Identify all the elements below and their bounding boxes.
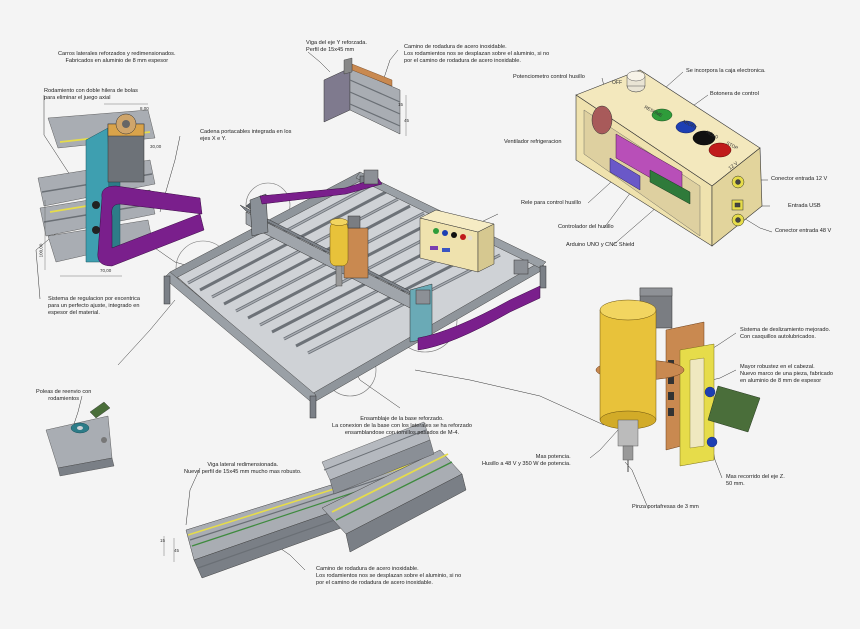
label-arduino: Arduino UNO y CNC Shield	[566, 242, 635, 248]
spindle-detail	[595, 287, 761, 472]
label-ensamblaje: Ensamblaje de la base reforzado. La cone…	[332, 416, 472, 436]
dimension-label: 70,00	[100, 268, 112, 273]
box-label-off: OFF	[612, 80, 622, 86]
electronics-box: OFF RESUME ABORT HOLD STOP 12 V	[575, 69, 763, 247]
label-usb: Entrada USB	[788, 203, 821, 209]
dimension-label: 100,00	[38, 243, 44, 258]
label-conector48: Conector entrada 48 V	[775, 228, 832, 234]
rail-detail	[321, 421, 467, 553]
label-rele: Rele para control husillo	[521, 200, 582, 206]
dimension-label: 8,00	[140, 106, 149, 111]
dimension-label: 15	[398, 102, 404, 107]
box-label-12v: 12 V	[728, 160, 740, 171]
label-ventilador: Ventilador refrigeracion	[504, 139, 562, 145]
label-sistema-regulacion: Sistema de regulacion por excentrica par…	[48, 296, 141, 316]
label-cadena: Cadena portacables integrada en los ejes…	[200, 129, 292, 142]
label-caja: Se incorpora la caja electronica.	[686, 68, 766, 74]
label-potenciometro: Potenciometro control husillo	[513, 74, 585, 80]
dimension-label: 45	[404, 118, 410, 123]
box-label-abort: ABORT	[682, 118, 698, 130]
label-camino-bottom: Camino de rodadura de acero inoxidable. …	[316, 566, 462, 586]
box-label-hold: HOLD	[706, 129, 720, 140]
dimension-label: 45	[174, 548, 180, 553]
label-controlador: Controlador del husillo	[558, 224, 614, 230]
pulley-detail	[45, 401, 115, 477]
carriage-detail	[37, 103, 205, 277]
y-beam-detail	[323, 57, 407, 136]
label-viga-lateral: Viga lateral redimensionada. Nuevo perfi…	[184, 462, 302, 475]
dimension-label: 30,00	[150, 144, 162, 149]
label-camino-top: Camino de rodadura de acero inoxidable. …	[404, 44, 550, 64]
label-recorrido: Mas recorrido del eje Z. 50 mm.	[726, 474, 785, 487]
label-poleas: Poleas de reenvio con rodamientos	[36, 389, 92, 402]
label-carros: Carros laterales reforzados y redimensio…	[58, 51, 176, 64]
box-label-stop: STOP	[726, 140, 739, 150]
dimension-label: 15	[160, 538, 166, 543]
label-pinza: Pinza portafresas de 3 mm	[632, 504, 699, 510]
label-viga-y: Viga del eje Y reforzada. Perfil de 15x4…	[306, 40, 367, 53]
label-mas-potencia: Mas potencia. Husillo a 48 V y 350 W de …	[482, 454, 571, 467]
label-conector12: Conector entrada 12 V	[771, 176, 828, 182]
label-rodamiento-doble: Rodamiento con doble hilera de bolas par…	[44, 88, 138, 101]
main-cnc-machine	[163, 169, 547, 419]
label-deslizamiento: Sistema de deslizamiento mejorado. Con c…	[740, 327, 831, 340]
label-botonera: Botonera de control	[710, 91, 759, 97]
label-robustez: Mayor robustez en el cabezal. Nuevo marc…	[740, 364, 833, 384]
